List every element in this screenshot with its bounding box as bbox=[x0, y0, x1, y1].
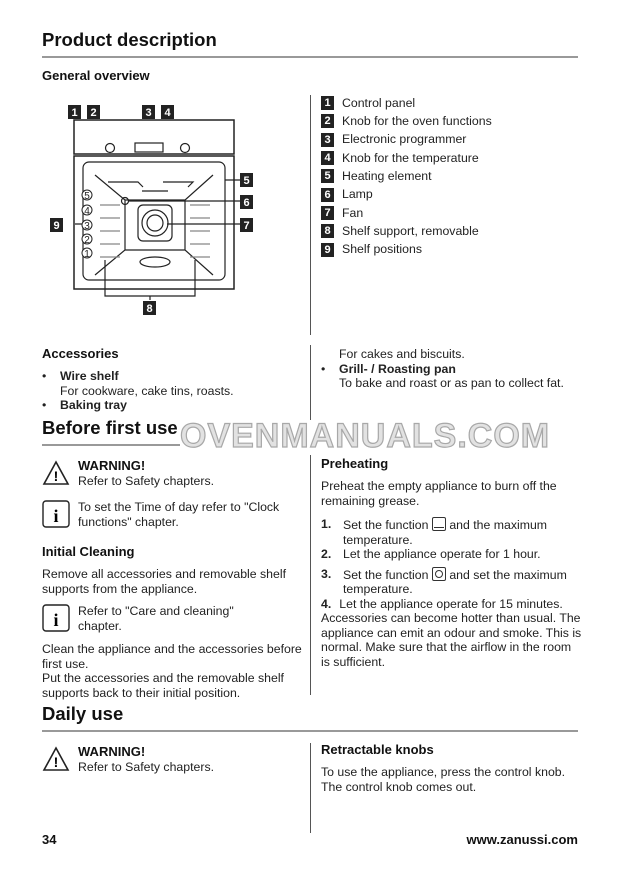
preheating-intro: Preheat the empty appliance to burn off … bbox=[321, 479, 557, 508]
info-text: Refer to "Care and cleaning" chapter. bbox=[78, 604, 234, 633]
svg-text:1: 1 bbox=[84, 249, 90, 260]
svg-text:3: 3 bbox=[84, 221, 90, 232]
info-text: To set the Time of day refer to "Clock f… bbox=[78, 500, 280, 529]
preheating-heading: Preheating bbox=[321, 456, 389, 471]
warning-note: ! WARNING!Refer to Safety chapters. bbox=[42, 458, 215, 488]
section-rule bbox=[42, 444, 180, 446]
baking-tray: Baking tray bbox=[60, 398, 127, 412]
preheating-note: Accessories can become hotter than usual… bbox=[321, 611, 582, 669]
conventional-heating-icon bbox=[431, 517, 446, 531]
column-divider bbox=[310, 345, 311, 420]
svg-text:1: 1 bbox=[71, 107, 77, 119]
warning-text: Refer to Safety chapters. bbox=[78, 473, 215, 488]
svg-text:5: 5 bbox=[243, 175, 249, 187]
svg-text:!: ! bbox=[54, 754, 59, 770]
accessories-heading: Accessories bbox=[42, 346, 119, 361]
wire-shelf: Wire shelf bbox=[60, 369, 119, 383]
warning-note: ! WARNING!Refer to Safety chapters. bbox=[42, 744, 215, 774]
info-icon: i bbox=[42, 604, 70, 632]
warning-icon: ! bbox=[42, 746, 70, 771]
svg-text:2: 2 bbox=[90, 107, 96, 119]
svg-text:4: 4 bbox=[84, 206, 90, 217]
initial-cleaning-text: Remove all accessories and removable she… bbox=[42, 567, 287, 596]
grill-pan: Grill- / Roasting pan bbox=[339, 361, 456, 376]
retractable-knobs-text: To use the appliance, press the control … bbox=[321, 765, 566, 794]
warning-text: Refer to Safety chapters. bbox=[78, 759, 215, 774]
info-icon: i bbox=[42, 500, 70, 528]
grill-pan-desc: To bake and roast or as pan to collect f… bbox=[339, 376, 564, 390]
oven-diagram: 5 4 3 2 1 1 2 3 4 5 6 7 8 9 bbox=[50, 105, 253, 315]
watermark: OVENMANUALS.COM bbox=[179, 416, 551, 455]
svg-text:6: 6 bbox=[243, 197, 249, 209]
svg-text:8: 8 bbox=[146, 303, 152, 315]
svg-text:3: 3 bbox=[145, 107, 151, 119]
baking-tray-desc: For cakes and biscuits. bbox=[339, 347, 465, 361]
svg-text:4: 4 bbox=[164, 107, 171, 119]
column-divider bbox=[310, 95, 311, 335]
warning-icon: ! bbox=[42, 460, 70, 485]
svg-text:i: i bbox=[53, 506, 58, 526]
fan-function-icon bbox=[431, 566, 446, 581]
shelf-position-5: 5 bbox=[84, 191, 90, 202]
wire-shelf-desc: For cookware, cake tins, roasts. bbox=[60, 383, 234, 398]
info-note: i To set the Time of day refer to "Clock… bbox=[42, 500, 292, 529]
initial-cleaning-heading: Initial Cleaning bbox=[42, 544, 135, 559]
svg-text:9: 9 bbox=[53, 220, 59, 232]
info-note: i Refer to "Care and cleaning" chapter. bbox=[42, 604, 292, 633]
svg-text:7: 7 bbox=[243, 220, 249, 232]
title-rule bbox=[42, 56, 578, 58]
accessories-list: Wire shelf For cookware, cake tins, roas… bbox=[42, 369, 302, 413]
cleaning-paragraph: Clean the appliance and the accessories … bbox=[42, 642, 302, 671]
svg-text:2: 2 bbox=[84, 235, 90, 246]
accessories-list-cont: For cakes and biscuits. Grill- / Roastin… bbox=[321, 347, 581, 391]
page-number: 34 bbox=[42, 832, 57, 847]
column-divider bbox=[310, 743, 311, 833]
retractable-knobs-heading: Retractable knobs bbox=[321, 742, 434, 757]
svg-text:!: ! bbox=[54, 468, 59, 484]
warning-title: WARNING! bbox=[78, 458, 146, 473]
cleaning-paragraph: Put the accessories and the removable sh… bbox=[42, 671, 284, 700]
warning-title: WARNING! bbox=[78, 744, 146, 759]
general-overview-heading: General overview bbox=[42, 68, 150, 83]
column-divider bbox=[310, 455, 311, 695]
svg-text:i: i bbox=[53, 610, 58, 630]
daily-use-heading: Daily use bbox=[42, 703, 124, 724]
page-title: Product description bbox=[42, 29, 217, 50]
section-rule bbox=[42, 730, 578, 732]
before-first-use-heading: Before first use bbox=[42, 417, 178, 438]
footer-url[interactable]: www.zanussi.com bbox=[466, 832, 579, 847]
